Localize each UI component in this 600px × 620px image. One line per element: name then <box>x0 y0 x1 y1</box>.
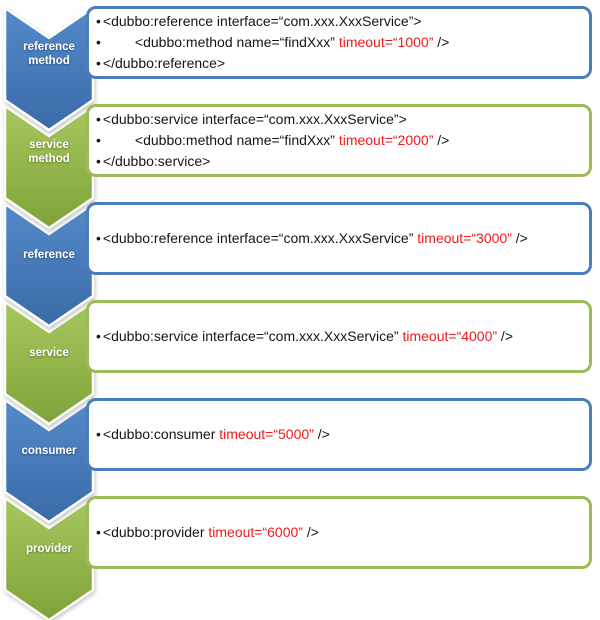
code-line: • <dubbo:method name=“findXxx” timeout=“1… <box>96 32 581 53</box>
chevron-label: reference <box>3 248 95 262</box>
bullet-icon: • <box>96 153 101 169</box>
timeout-highlight: timeout=“2000” <box>338 132 434 148</box>
chevron-label-line: method <box>28 153 70 165</box>
bullet-icon: • <box>96 230 101 246</box>
chevron-label: provider <box>3 542 95 556</box>
bullet-icon: • <box>96 524 101 540</box>
chevron-label-line: service <box>29 347 69 359</box>
code-text: /> <box>313 426 330 442</box>
chevron-label-line: method <box>28 55 70 67</box>
timeout-highlight: timeout=“3000” <box>417 230 512 246</box>
code-text: <dubbo:service interface=“com.xxx.XxxSer… <box>102 111 407 127</box>
code-line: •<dubbo:consumer timeout=“5000” /> <box>96 424 581 445</box>
timeout-highlight: timeout=“5000” <box>219 426 314 442</box>
bullet-icon: • <box>96 34 101 50</box>
code-text: </dubbo:service> <box>102 153 211 169</box>
code-line: •<dubbo:provider timeout=“6000” /> <box>96 522 581 543</box>
code-line: •<dubbo:service interface=“com.xxx.XxxSe… <box>96 326 581 347</box>
code-line: •</dubbo:reference> <box>96 53 581 74</box>
chevron-label: consumer <box>3 444 95 458</box>
timeout-highlight: timeout=“4000” <box>402 328 498 344</box>
code-text: <dubbo:method name=“findXxx” <box>134 34 339 50</box>
code-box-reference-method: •<dubbo:reference interface=“com.xxx.Xxx… <box>86 6 592 79</box>
chevron-down-icon <box>3 496 95 620</box>
chevron-down-icon <box>3 202 95 328</box>
chevron-label: service method <box>3 138 95 166</box>
bullet-icon: • <box>96 111 101 127</box>
code-line: •<dubbo:reference interface=“com.xxx.Xxx… <box>96 11 581 32</box>
code-line: • <dubbo:method name=“findXxx” timeout=“2… <box>96 130 581 151</box>
code-box-service: •<dubbo:service interface=“com.xxx.XxxSe… <box>86 300 592 373</box>
code-text: <dubbo:reference interface=“com.xxx.XxxS… <box>102 13 422 29</box>
code-box-consumer: •<dubbo:consumer timeout=“5000” /> <box>86 398 592 471</box>
code-line: •<dubbo:service interface=“com.xxx.XxxSe… <box>96 109 581 130</box>
chevron-label-line: consumer <box>21 445 77 457</box>
code-text: <dubbo:provider <box>102 524 209 540</box>
timeout-highlight: timeout=“6000” <box>208 524 303 540</box>
code-box-service-method: •<dubbo:service interface=“com.xxx.XxxSe… <box>86 104 592 177</box>
code-text: /> <box>433 34 450 50</box>
bullet-icon: • <box>96 132 101 148</box>
code-text: </dubbo:reference> <box>102 55 226 71</box>
code-text: /> <box>497 328 514 344</box>
code-line: •<dubbo:reference interface=“com.xxx.Xxx… <box>96 228 581 249</box>
bullet-icon: • <box>96 328 101 344</box>
timeout-highlight: timeout=“1000” <box>338 34 434 50</box>
chevron-reference: reference <box>3 202 95 328</box>
code-text: <dubbo:reference interface=“com.xxx.XxxS… <box>102 230 418 246</box>
code-text: <dubbo:method name=“findXxx” <box>134 132 339 148</box>
code-text: <dubbo:consumer <box>102 426 220 442</box>
chevron-label: service <box>3 346 95 360</box>
chevron-provider: provider <box>3 496 95 620</box>
chevron-down-icon <box>3 6 95 132</box>
bullet-icon: • <box>96 426 101 442</box>
chevron-consumer: consumer <box>3 398 95 524</box>
chevron-service-method: service method <box>3 104 95 230</box>
chevron-label-line: reference <box>23 41 75 53</box>
code-text: /> <box>511 230 528 246</box>
chevron-reference-method: reference method <box>3 6 95 132</box>
code-text: <dubbo:service interface=“com.xxx.XxxSer… <box>102 328 403 344</box>
chevron-label: reference method <box>3 40 95 68</box>
chevron-label-line: reference <box>23 249 75 261</box>
chevron-down-icon <box>3 104 95 230</box>
chevron-label-line: service <box>29 139 69 151</box>
bullet-icon: • <box>96 55 101 71</box>
code-line: •</dubbo:service> <box>96 151 581 172</box>
bullet-icon: • <box>96 13 101 29</box>
chevron-down-icon <box>3 300 95 426</box>
chevron-label-line: provider <box>25 543 72 555</box>
code-box-provider: •<dubbo:provider timeout=“6000” /> <box>86 496 592 569</box>
chevron-service: service <box>3 300 95 426</box>
code-text: /> <box>302 524 319 540</box>
chevron-down-icon <box>3 398 95 524</box>
code-text: /> <box>433 132 450 148</box>
code-box-reference: •<dubbo:reference interface=“com.xxx.Xxx… <box>86 202 592 275</box>
